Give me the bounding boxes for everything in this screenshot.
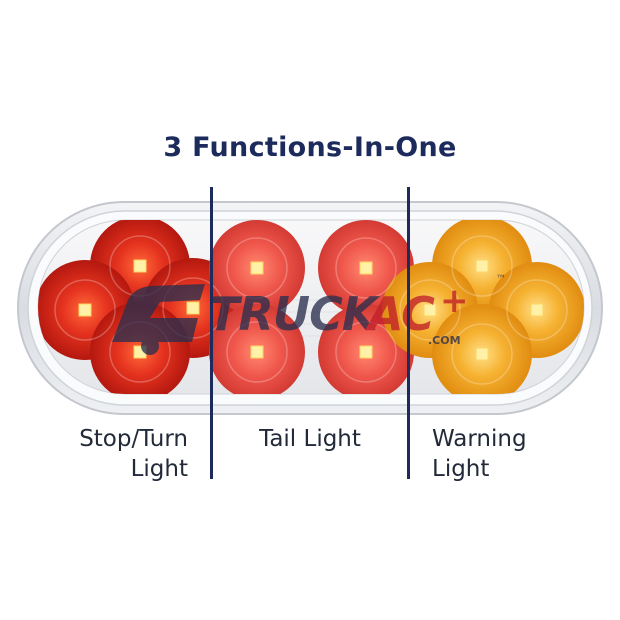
label-warning-line2: Light	[432, 456, 490, 482]
truck-wheel-icon	[141, 337, 159, 355]
divider-left	[210, 187, 213, 479]
label-warning-line1: Warning	[432, 426, 527, 452]
label-stop-turn-line2: Light	[130, 456, 188, 482]
logo-truck-text: TRUCK	[208, 287, 381, 341]
logo-trademark-text: ™	[496, 274, 506, 285]
logo-plus-text: +	[440, 281, 469, 321]
logo-domain-text: .COM	[428, 334, 461, 347]
logo-ac-text: AC	[365, 287, 435, 341]
divider-right	[407, 187, 410, 479]
headline-title: 3 Functions-In-One	[163, 132, 457, 163]
label-warning: Warning Light	[432, 424, 572, 484]
led-chips	[78, 259, 544, 361]
truck-ac-logo-watermark: TRUCK AC + .COM ™	[112, 274, 506, 355]
truck-cab-icon	[112, 284, 205, 342]
label-stop-turn-line1: Stop/Turn	[79, 426, 188, 452]
label-stop-turn: Stop/Turn Light	[58, 424, 188, 484]
label-tail-light: Tail Light	[225, 424, 395, 454]
label-tail-light-line1: Tail Light	[259, 426, 361, 452]
